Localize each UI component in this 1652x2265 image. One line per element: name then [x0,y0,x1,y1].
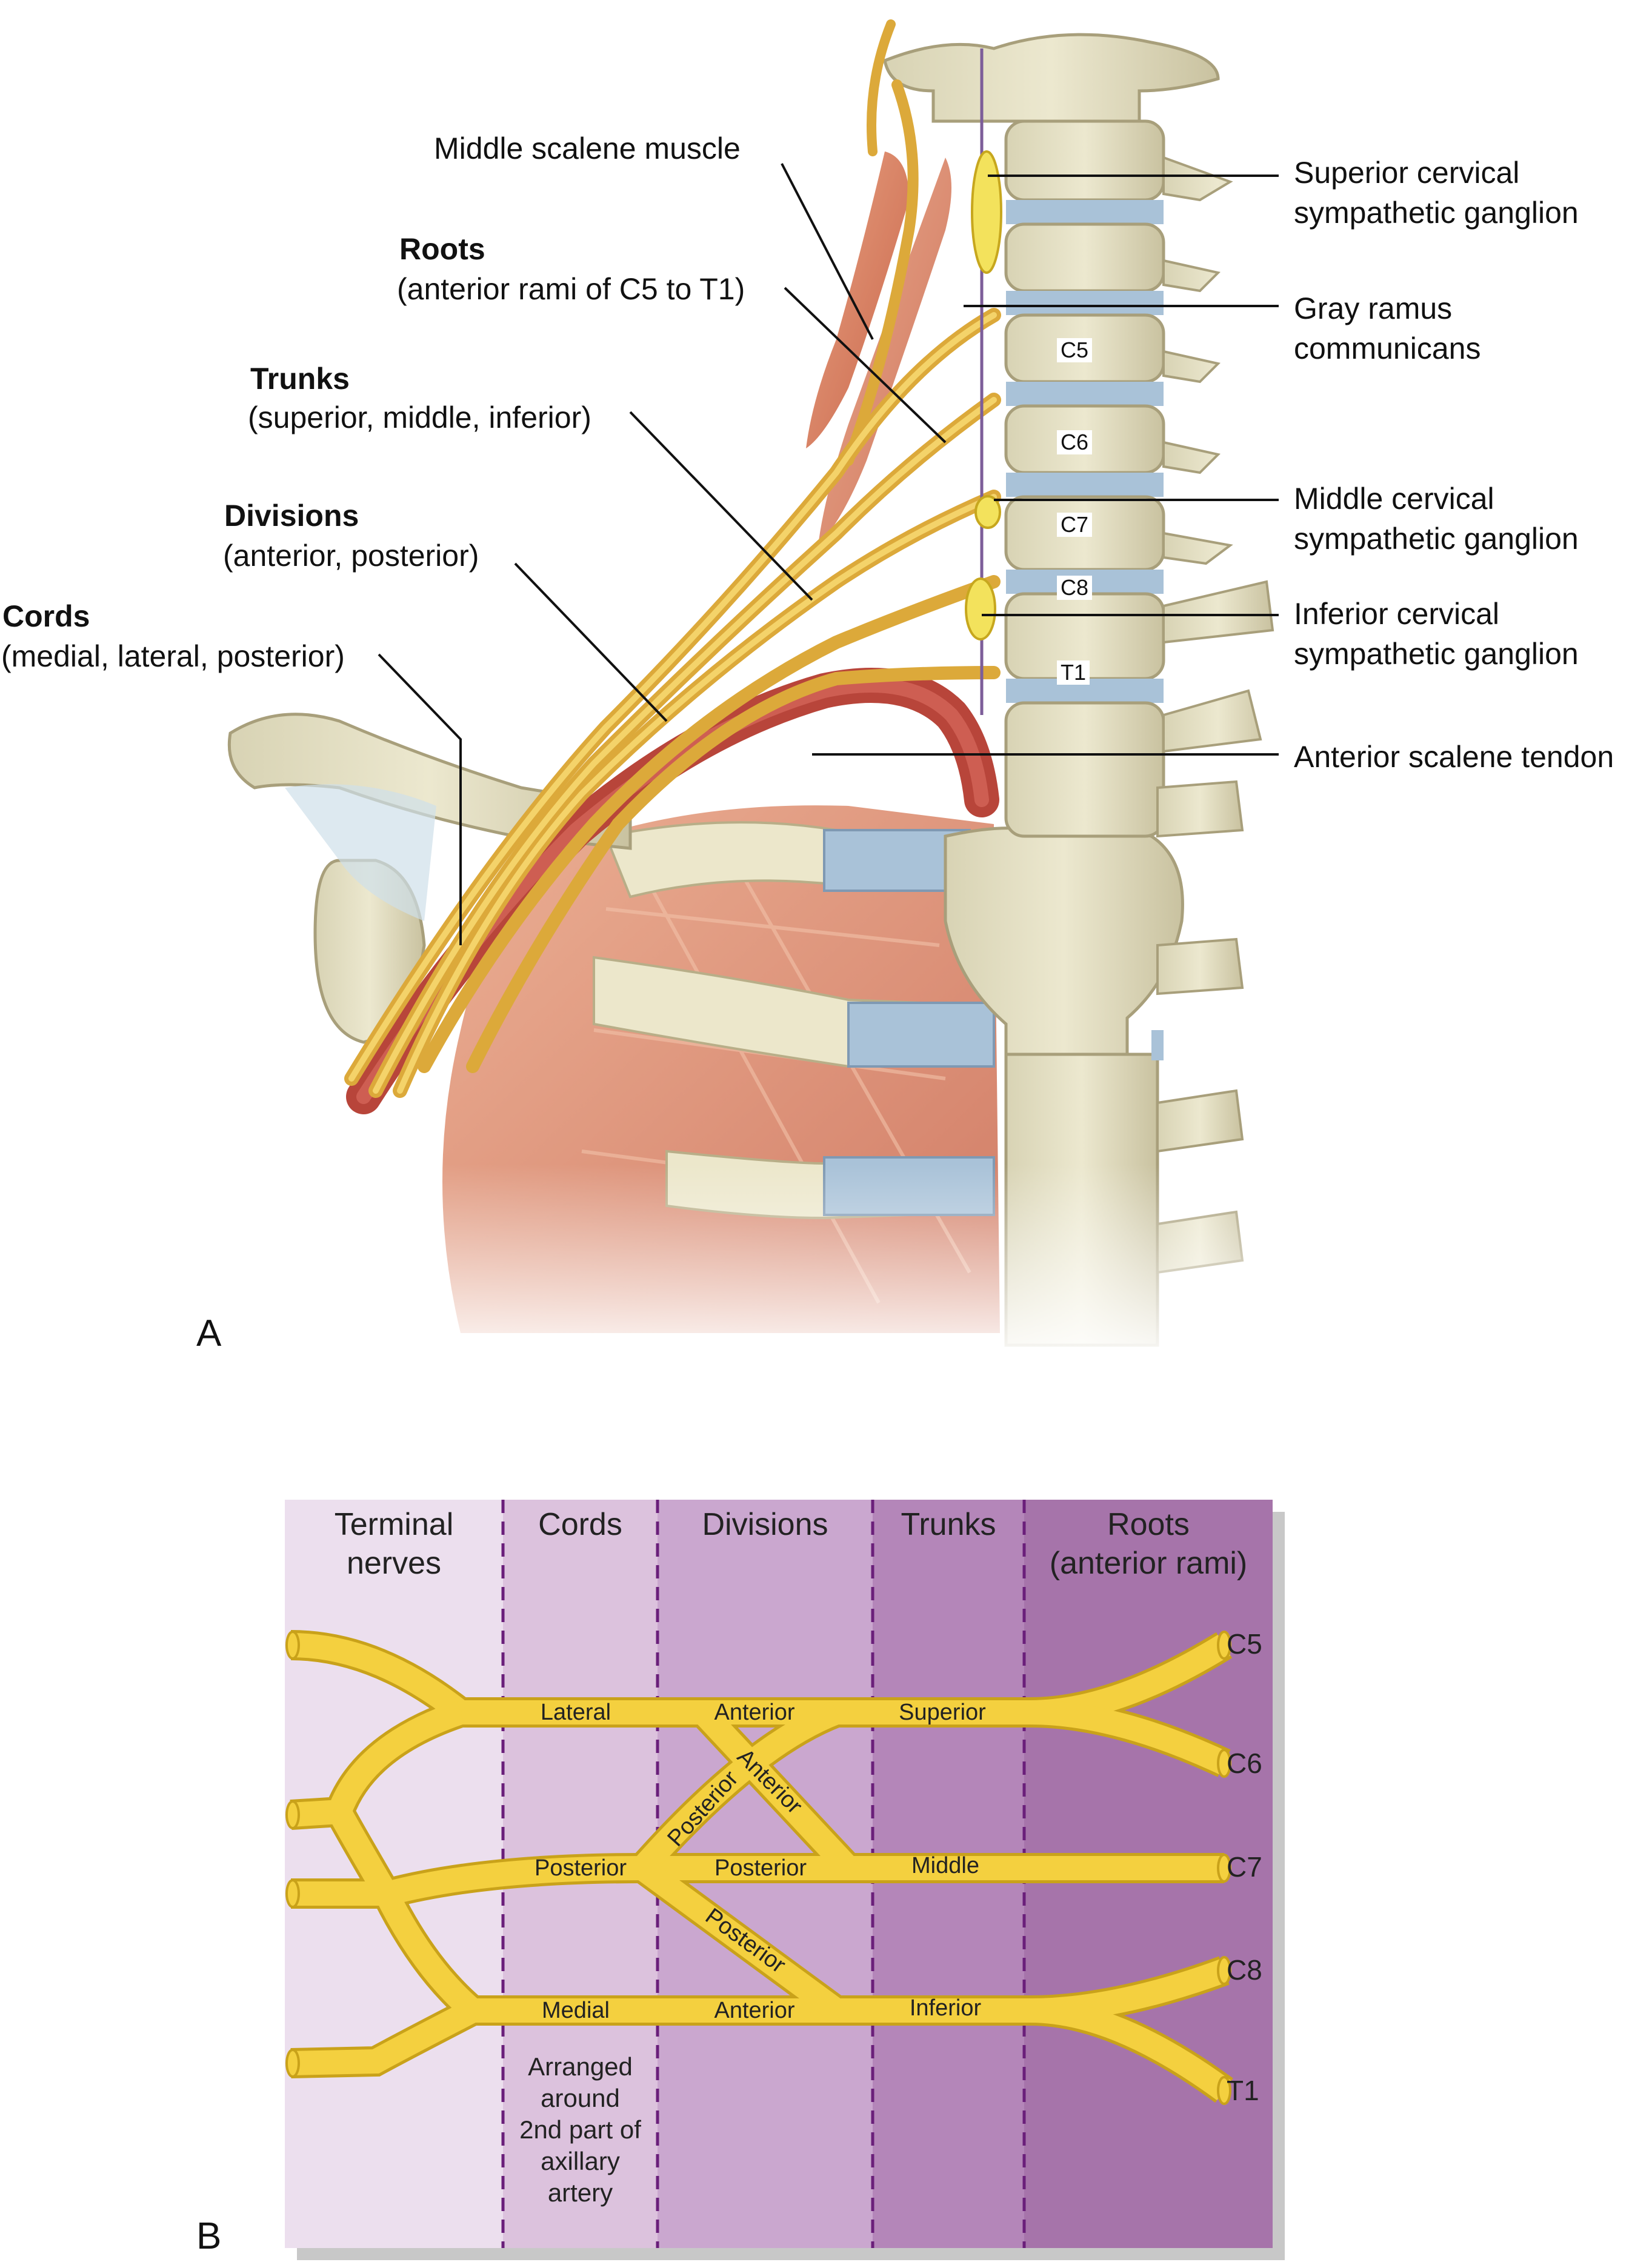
label-inferior-ganglion-2: sympathetic ganglion [1294,637,1579,671]
label-divisions-desc: (anterior, posterior) [223,539,479,573]
panel-a-illustration [0,0,1652,1369]
col-header-roots: Roots(anterior rami) [1049,1507,1248,1581]
nerve-end [1217,1956,1231,1985]
col-header-cords: Cords [538,1507,622,1542]
nerve-end [285,1879,300,1908]
vertebra-label-c8: C8 [1057,576,1093,600]
schematic-nerves [290,1633,1231,2101]
label-cords-desc: (medial, lateral, posterior) [1,639,345,673]
division-anterior-bottom: Anterior [714,1998,795,2023]
col-header-divisions: Divisions [702,1507,828,1542]
nerve-end [1217,1854,1231,1883]
division-posterior-middle: Posterior [714,1855,807,1881]
root-label-c8: C8 [1227,1954,1262,1986]
root-label-c7: C7 [1227,1851,1262,1883]
vertebra-label-t1: T1 [1057,660,1090,685]
nerve-end [285,2049,300,2078]
panel-a-letter: A [196,1312,222,1354]
label-superior-ganglion-1: Superior cervical [1294,156,1520,190]
trunk-superior: Superior [899,1700,986,1725]
label-middle-ganglion-2: sympathetic ganglion [1294,522,1579,556]
label-divisions-title: Divisions [224,499,359,533]
nerve-end [285,1631,300,1660]
vertebra-label-c7: C7 [1057,513,1093,537]
label-middle-ganglion-1: Middle cervical [1294,482,1494,516]
nerve-end [285,1800,300,1829]
nerve-end [1217,2076,1231,2105]
label-superior-ganglion-2: sympathetic ganglion [1294,196,1579,230]
label-middle-scalene: Middle scalene muscle [434,131,741,165]
col-header-trunks: Trunks [901,1507,996,1542]
label-inferior-ganglion-1: Inferior cervical [1294,597,1499,631]
label-cords-title: Cords [2,599,90,633]
vertebra-label-c6: C6 [1057,430,1093,454]
cord-medial: Medial [542,1998,610,2023]
division-anterior-top: Anterior [714,1700,795,1725]
label-scalene-tendon: Anterior scalene tendon [1294,740,1614,774]
root-label-c5: C5 [1227,1628,1262,1660]
cord-lateral: Lateral [540,1700,611,1725]
label-roots-desc: (anterior rami of C5 to T1) [397,272,745,306]
label-trunks-title: Trunks [250,362,350,396]
label-roots-title: Roots [399,232,485,266]
nerve-end [1217,1631,1231,1660]
label-gray-ramus-2: communicans [1294,331,1481,365]
vertebra-label-c5: C5 [1057,338,1093,362]
panel-b-letter: B [196,2215,222,2257]
label-gray-ramus-1: Gray ramus [1294,291,1453,325]
trunk-middle: Middle [911,1853,979,1878]
nerve-end [1217,1749,1231,1778]
root-label-c6: C6 [1227,1748,1262,1779]
trunk-inferior: Inferior [909,1995,982,2021]
cord-posterior: Posterior [534,1855,627,1881]
cords-note: Arranged around 2nd part of axillary art… [519,2052,641,2207]
label-trunks-desc: (superior, middle, inferior) [248,401,591,434]
root-label-t1: T1 [1227,2075,1259,2106]
